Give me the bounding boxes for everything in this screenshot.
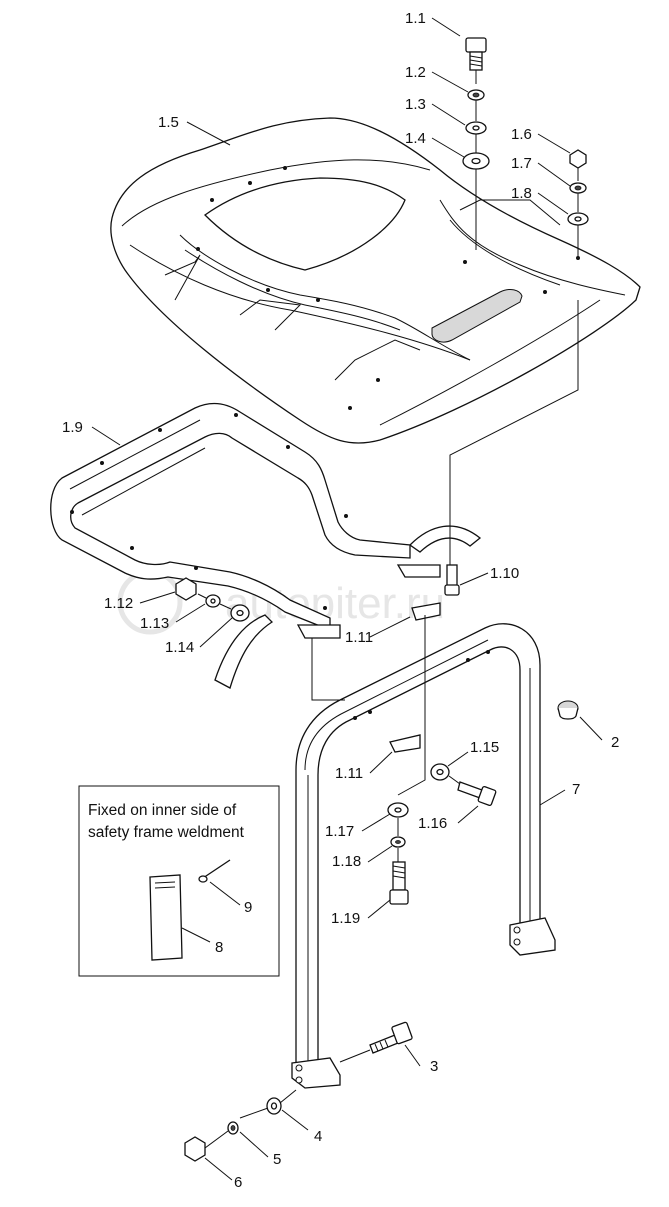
- callout-9: 9: [244, 899, 252, 916]
- callout-2: 2: [611, 734, 619, 751]
- callout-8: 8: [215, 939, 223, 956]
- callout-1-8: 1.8: [511, 185, 532, 202]
- hardware: [175, 37, 589, 1162]
- callout-1-17: 1.17: [325, 823, 354, 840]
- callout-1-11-lower: 1.11: [335, 765, 363, 782]
- top-frame: [50, 402, 482, 689]
- callout-1-4: 1.4: [405, 130, 426, 147]
- callout-1-7: 1.7: [511, 155, 532, 172]
- assembly-lines: [197, 70, 579, 1149]
- leader-lines: [91, 17, 603, 1181]
- callout-1-5: 1.5: [158, 114, 179, 131]
- callout-1-13: 1.13: [140, 615, 169, 632]
- callout-7: 7: [572, 781, 580, 798]
- callout-labels: 1.1 1.2 1.3 1.4 1.5 1.6 1.7 1.8 1.9 1.10…: [62, 10, 619, 1191]
- callout-1-2: 1.2: [405, 64, 426, 81]
- note-line-2: safety frame weldment: [88, 824, 245, 841]
- callout-1-11-upper: 1.11: [345, 629, 373, 646]
- note-line-1: Fixed on inner side of: [88, 802, 237, 819]
- callout-3: 3: [430, 1058, 438, 1075]
- callout-1-16: 1.16: [418, 815, 447, 832]
- callout-1-19: 1.19: [331, 910, 360, 927]
- callout-1-10: 1.10: [490, 565, 519, 582]
- callout-1-12: 1.12: [104, 595, 133, 612]
- callout-6: 6: [234, 1174, 242, 1191]
- callout-1-18: 1.18: [332, 853, 361, 870]
- safety-frame: [291, 602, 556, 1089]
- callout-1-9: 1.9: [62, 419, 83, 436]
- callout-1-6: 1.6: [511, 126, 532, 143]
- callout-1-14: 1.14: [165, 639, 194, 656]
- callout-5: 5: [273, 1151, 281, 1168]
- callout-1-3: 1.3: [405, 96, 426, 113]
- callout-4: 4: [314, 1128, 322, 1145]
- canopy-roof: [110, 117, 641, 444]
- callout-1-15: 1.15: [470, 739, 499, 756]
- inset-note-box: Fixed on inner side of safety frame weld…: [78, 785, 280, 977]
- callout-1-1: 1.1: [405, 10, 426, 27]
